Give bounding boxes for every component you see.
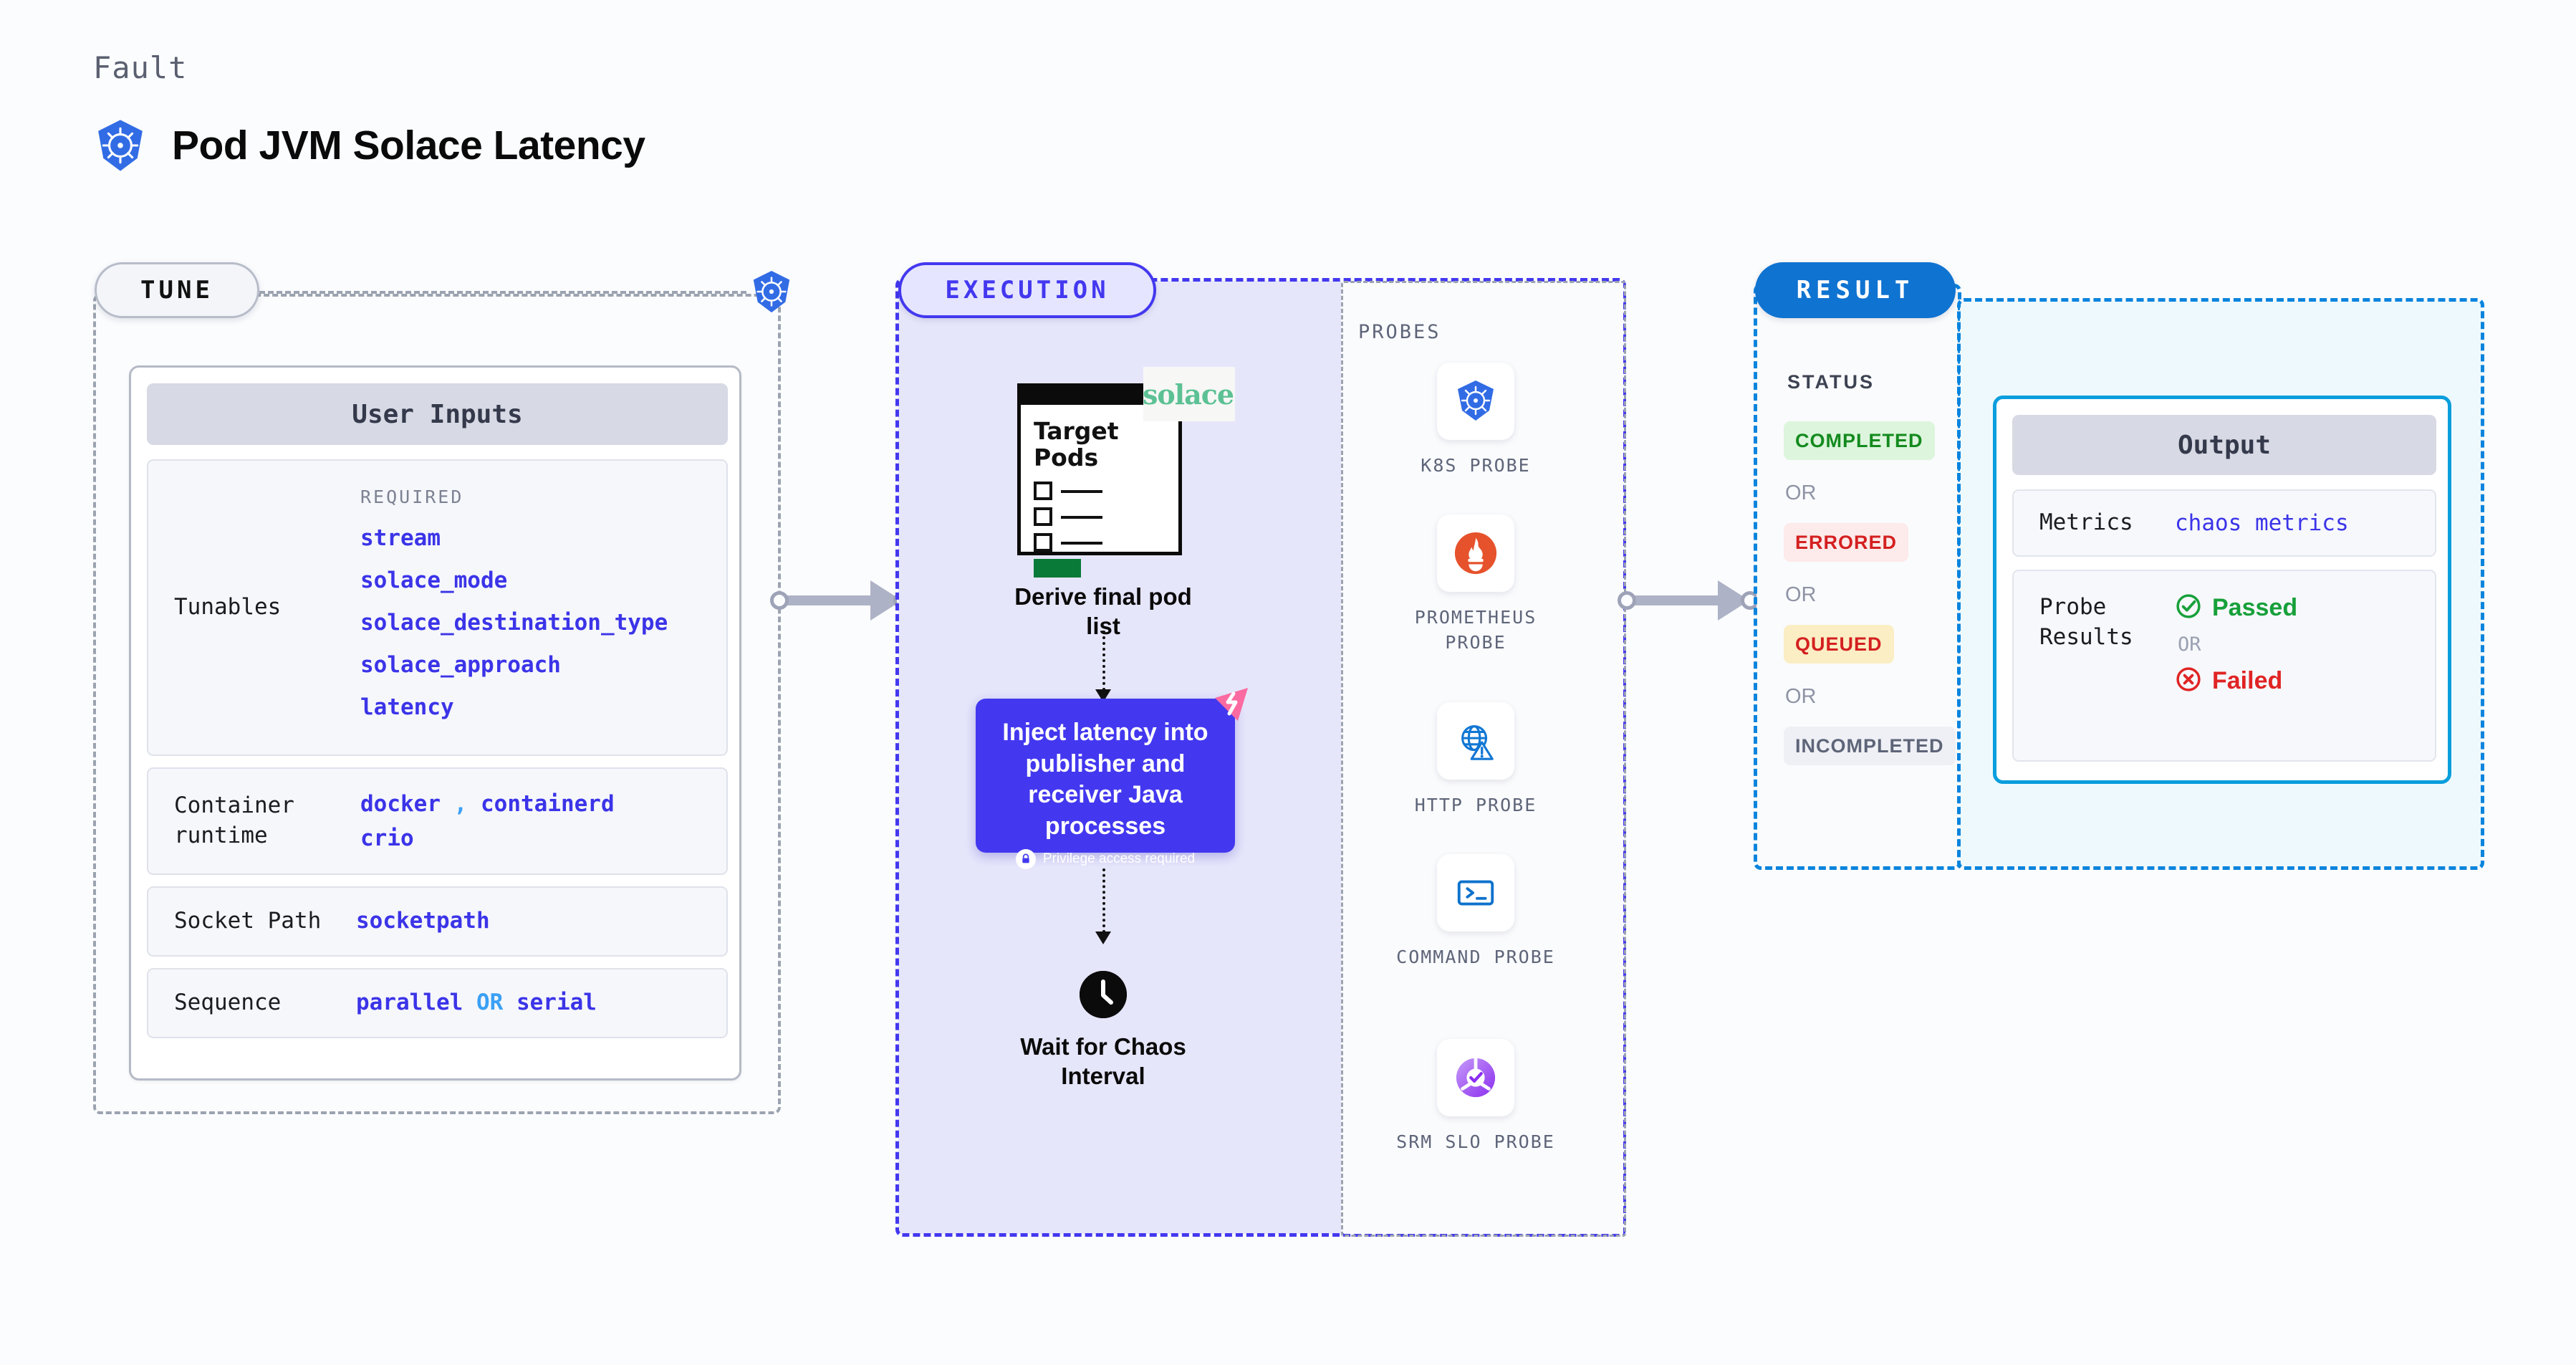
solace-logo-chip: solace [1143, 367, 1235, 421]
container-runtime-values[interactable]: docker , containerd crio [360, 787, 726, 856]
sequence-label: Sequence [174, 990, 282, 1016]
probe-tile-command[interactable] [1437, 854, 1514, 931]
doc-checkbox [1034, 482, 1052, 500]
privilege-note: Privilege access required [1015, 849, 1196, 870]
output-card-header: Output [2012, 415, 2436, 475]
sequence-serial[interactable]: serial [516, 990, 597, 1016]
probe-result-failed: Failed [2175, 666, 2297, 696]
x-circle-icon [2175, 666, 2202, 696]
connector-start-dot [770, 591, 789, 610]
status-or-3: OR [1785, 685, 1817, 708]
status-badge-incompleted: INCOMPLETED [1784, 727, 1956, 765]
status-or-1: OR [1785, 482, 1817, 504]
inject-latency-card[interactable]: Inject latency into publisher and receiv… [976, 699, 1235, 870]
page-title: Pod JVM Solace Latency [172, 123, 645, 168]
status-badge-queued: QUEUED [1784, 625, 1894, 664]
execution-to-result-connector [1618, 580, 1761, 621]
chaos-icon [1212, 686, 1251, 722]
flow-arrow-1 [1102, 631, 1105, 691]
probe-tile-prometheus[interactable] [1437, 514, 1514, 592]
sequence-row: Sequence parallel OR serial [147, 968, 728, 1038]
doc-checkline [1061, 542, 1102, 545]
required-label: REQUIRED [360, 487, 464, 508]
tunables-row: Tunables REQUIRED stream solace_mode sol… [147, 459, 728, 756]
doc-green-bar [1034, 559, 1081, 578]
runtime-crio[interactable]: crio [360, 825, 414, 851]
tune-stage-pill[interactable]: TUNE [95, 262, 259, 318]
output-panel [1957, 298, 2484, 870]
metrics-row: Metrics chaos metrics [2012, 489, 2436, 557]
runtime-containerd[interactable]: containerd [481, 790, 615, 817]
kubernetes-icon [93, 118, 148, 173]
output-card: Output Metrics chaos metrics Probe Resul… [1993, 396, 2451, 784]
tunable-value[interactable]: latency [360, 694, 454, 720]
status-badge-errored: ERRORED [1784, 523, 1909, 562]
result-stage-pill[interactable]: RESULT [1755, 262, 1956, 318]
probe-label-command: COMMAND PROBE [1396, 947, 1555, 967]
clock-icon [1080, 971, 1127, 1018]
tunable-value[interactable]: solace_mode [360, 567, 508, 594]
container-runtime-label: Container runtime [174, 792, 294, 848]
probe-results-row: Probe Results Passed OR [2012, 570, 2436, 762]
doc-checkline [1061, 490, 1102, 493]
status-section-label: STATUS [1787, 371, 1875, 393]
doc-checkbox [1034, 533, 1052, 552]
user-inputs-card: User Inputs Tunables REQUIRED stream sol… [129, 365, 741, 1081]
probe-result-passed: Passed [2175, 593, 2297, 623]
socket-path-row: Socket Path socketpath [147, 886, 728, 957]
probe-result-or: OR [2178, 633, 2201, 656]
socket-path-label: Socket Path [174, 908, 322, 934]
doc-checkline [1061, 516, 1102, 519]
runtime-separator: , [453, 790, 468, 817]
target-pods-title: Target Pods [1034, 417, 1119, 471]
inject-latency-text: Inject latency into publisher and receiv… [1002, 719, 1208, 840]
flow-arrow-2 [1102, 868, 1105, 933]
tunable-value[interactable]: solace_destination_type [360, 610, 668, 636]
tune-panel [93, 294, 781, 1114]
doc-checkbox [1034, 507, 1052, 526]
sequence-separator: OR [476, 990, 504, 1016]
flow-arrow-2-head [1095, 931, 1111, 944]
page-title-row: Pod JVM Solace Latency [93, 118, 645, 173]
result-background [1756, 287, 1959, 867]
wait-for-chaos-caption: Wait for Chaos Interval [1020, 1033, 1186, 1090]
solace-wordmark: solace [1142, 378, 1234, 411]
probe-label-prometheus: PROMETHEUS PROBE [1414, 607, 1537, 653]
privilege-note-text: Privilege access required [1042, 851, 1196, 867]
probe-label-http: HTTP PROBE [1414, 795, 1537, 815]
user-inputs-header: User Inputs [147, 383, 728, 445]
status-badge-completed: COMPLETED [1784, 421, 1935, 460]
probe-results-label: Probe Results [2039, 594, 2133, 650]
tune-connector-line [259, 291, 746, 294]
tune-kubernetes-icon [749, 269, 794, 317]
tunable-value[interactable]: stream [360, 525, 441, 552]
runtime-docker[interactable]: docker [360, 790, 441, 817]
metrics-label: Metrics [2039, 509, 2133, 536]
tune-to-execution-connector [770, 580, 913, 621]
probes-panel [1341, 281, 1626, 1237]
container-runtime-row: Container runtime docker , containerd cr… [147, 767, 728, 875]
lock-icon [1015, 849, 1036, 870]
socket-path-value[interactable]: socketpath [356, 908, 490, 934]
failed-label: Failed [2212, 667, 2283, 694]
connector-start-dot [1618, 591, 1636, 610]
passed-label: Passed [2212, 594, 2298, 621]
metrics-value[interactable]: chaos metrics [2175, 510, 2349, 536]
probe-label-srm-slo: SRM SLO PROBE [1396, 1131, 1555, 1152]
probe-tile-http[interactable] [1437, 702, 1514, 780]
probes-section-label: PROBES [1358, 321, 1441, 343]
tunables-label: Tunables [174, 594, 282, 621]
probe-label-k8s: K8S PROBE [1421, 455, 1531, 476]
page-kicker: Fault [93, 50, 188, 85]
probe-tile-k8s[interactable] [1437, 363, 1514, 440]
sequence-parallel[interactable]: parallel [356, 990, 463, 1016]
status-or-2: OR [1785, 583, 1817, 606]
check-circle-icon [2175, 593, 2202, 623]
execution-stage-pill[interactable]: EXECUTION [898, 262, 1156, 318]
tunable-value[interactable]: solace_approach [360, 651, 561, 678]
probe-tile-srm-slo[interactable] [1437, 1039, 1514, 1116]
sequence-values[interactable]: parallel OR serial [356, 990, 597, 1016]
target-pods-doc: Target Pods [1017, 383, 1186, 578]
